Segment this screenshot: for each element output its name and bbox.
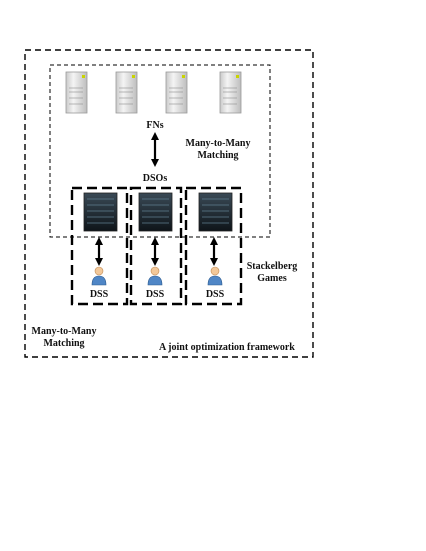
fog-node-server-4	[219, 71, 242, 114]
dss-label-2: DSS	[145, 289, 165, 300]
fog-node-server-1	[65, 71, 88, 114]
matching-label-bottom-line2: Matching	[43, 338, 85, 349]
dss-label-1: DSS	[89, 289, 109, 300]
matching-label-top-line2: Matching	[197, 150, 239, 161]
fog-node-server-3	[165, 71, 188, 114]
dso-rack-3	[198, 192, 233, 232]
dso-rack-2	[138, 192, 173, 232]
matching-label-bottom: Many-to-Many Matching	[30, 326, 98, 350]
stackelberg-label-line1: Stackelberg	[246, 261, 298, 272]
stackelberg-label-line2: Games	[257, 273, 287, 284]
dsos-label: DSOs	[142, 173, 168, 184]
dss-user-icon-1	[91, 266, 107, 286]
framework-box	[24, 49, 314, 358]
dss-label-3: DSS	[205, 289, 225, 300]
dss-user-icon-2	[147, 266, 163, 286]
matching-label-top: Many-to-Many Matching	[178, 138, 258, 162]
matching-label-top-line1: Many-to-Many	[185, 138, 251, 149]
stackelberg-box-1	[70, 186, 129, 306]
fog-node-server-2	[115, 71, 138, 114]
stackelberg-box-2	[129, 186, 183, 306]
fns-label: FNs	[146, 120, 164, 131]
stackelberg-label: Stackelberg Games	[244, 261, 300, 285]
dso-rack-1	[83, 192, 118, 232]
dss-user-icon-3	[207, 266, 223, 286]
stackelberg-box-3	[184, 186, 243, 306]
matching-label-bottom-line1: Many-to-Many	[31, 326, 97, 337]
framework-label: A joint optimization framework	[159, 342, 295, 353]
